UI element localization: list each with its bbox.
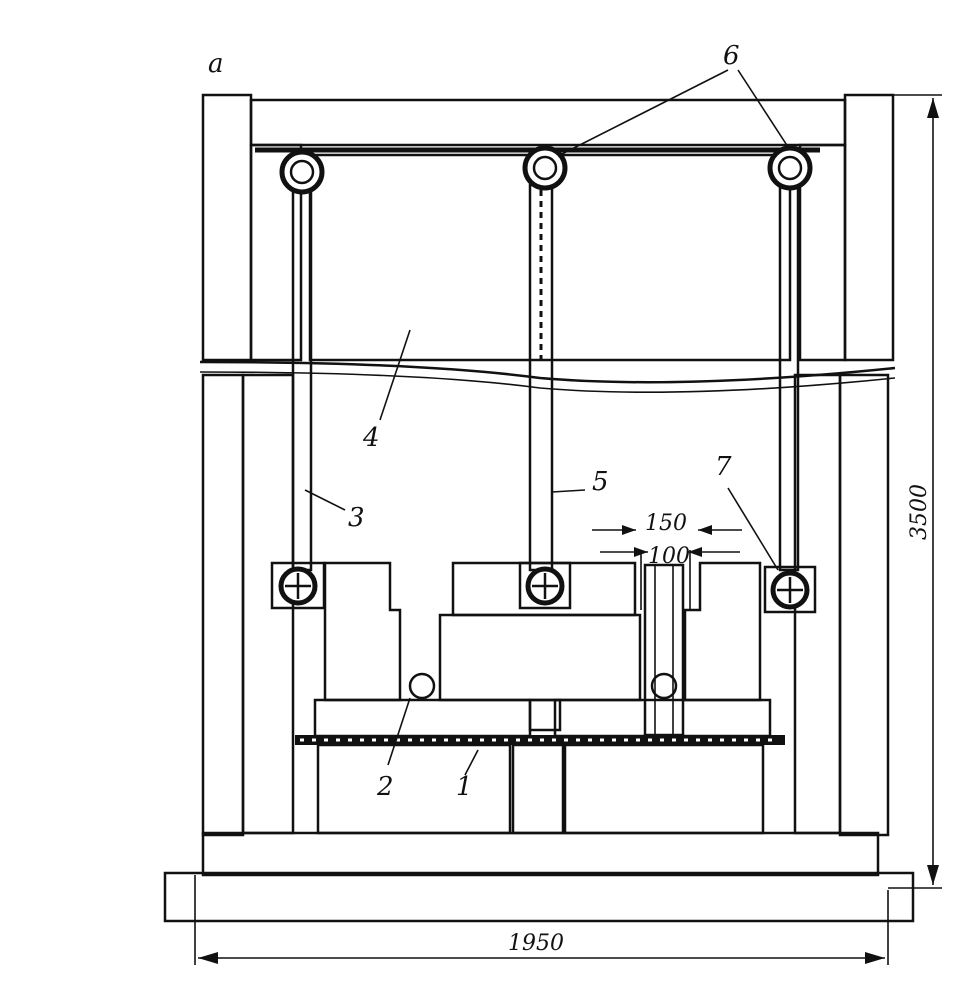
lower-fittings	[270, 561, 817, 614]
roof-insulation	[249, 98, 847, 147]
dim-gap-inner: 100	[648, 544, 690, 569]
label-4: 4	[362, 423, 380, 453]
leader-lines	[304, 69, 791, 776]
break-line	[199, 360, 896, 384]
upper-side-insulation	[249, 143, 847, 362]
dimension-lines	[194, 94, 942, 965]
panel-letter: a	[208, 49, 224, 79]
label-6: 6	[723, 41, 740, 71]
workpiece-trays	[313, 698, 772, 835]
rollers	[408, 550, 691, 737]
label-7: 7	[715, 452, 732, 482]
label-5: 5	[592, 467, 609, 497]
dim-height: 3500	[907, 484, 932, 540]
dim-width: 1950	[508, 931, 564, 956]
label-2: 2	[376, 772, 394, 802]
label-3: 3	[348, 503, 365, 533]
label-1: 1	[456, 772, 473, 802]
upper-fittings	[279, 145, 813, 195]
base-plate	[163, 871, 915, 923]
dim-gap-outer: 150	[645, 511, 687, 536]
